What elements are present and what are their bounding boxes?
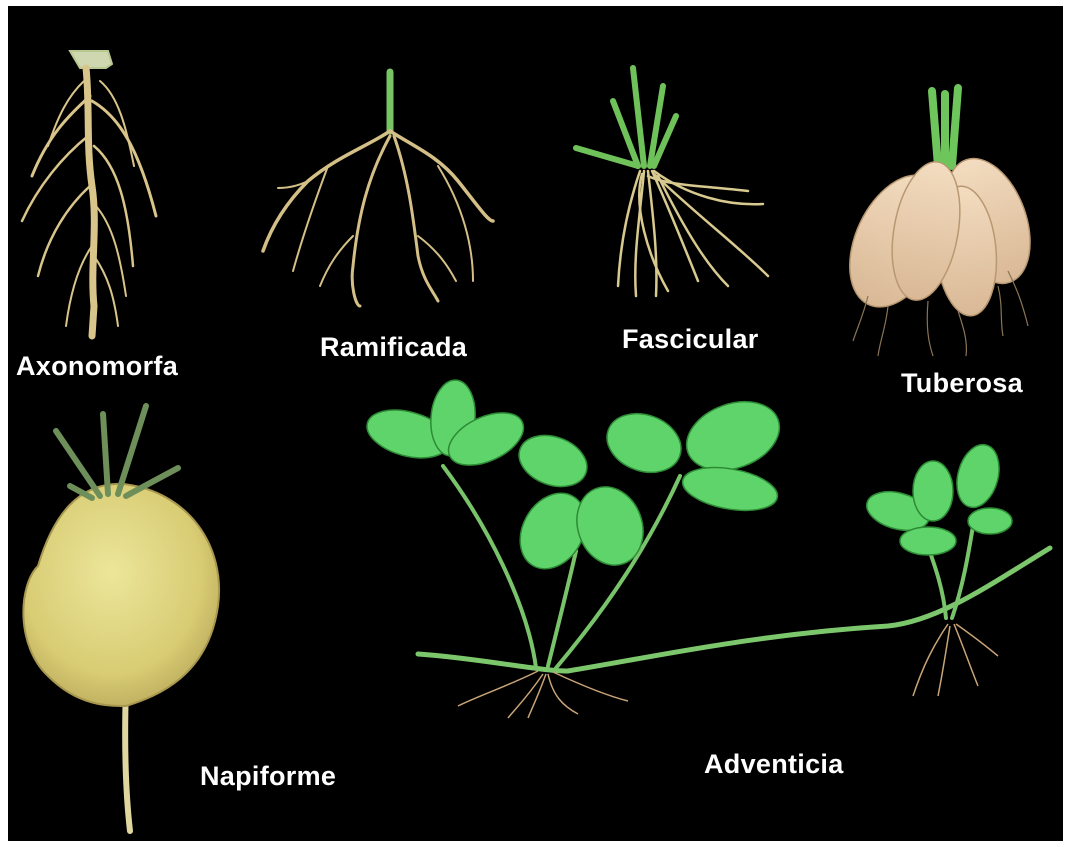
adventicia-root-illustration: [362, 378, 1050, 718]
fascicular-label: Fascicular: [622, 324, 759, 355]
tuberosa-label: Tuberosa: [901, 368, 1023, 399]
napiforme-root-illustration: [23, 406, 219, 831]
ramificada-label: Ramificada: [320, 332, 467, 363]
tuberosa-root-illustration: [830, 88, 1046, 356]
fascicular-root-illustration: [576, 68, 768, 296]
ramificada-root-illustration: [263, 72, 493, 306]
adventicia-label: Adventicia: [704, 749, 844, 780]
root-types-diagram: Axonomorfa Ramificada Fascicular Tuberos…: [8, 6, 1063, 841]
axonomorfa-label: Axonomorfa: [16, 351, 178, 382]
diagram-drawing: [8, 6, 1063, 841]
napiforme-label: Napiforme: [200, 761, 336, 792]
axonomorfa-root-illustration: [22, 51, 156, 336]
